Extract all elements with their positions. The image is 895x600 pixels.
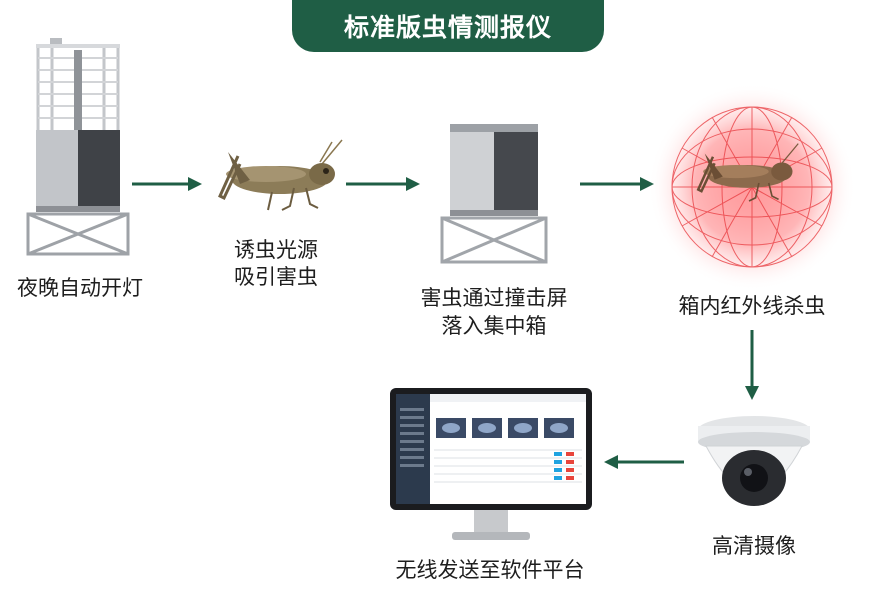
step-wireless-send-label: 无线发送至软件平台 <box>395 558 585 582</box>
monitor-software-icon <box>390 388 592 540</box>
step-night-light-label: 夜晚自动开灯 <box>17 276 143 300</box>
flow-arrow-1 <box>132 177 202 191</box>
flow-arrow-5 <box>604 455 684 469</box>
step-impact-screen-label-2: 落入集中箱 <box>441 314 547 338</box>
flow-arrow-4 <box>745 330 759 400</box>
flow-arrow-3 <box>580 177 654 191</box>
step-lure-light-label-1: 诱虫光源 <box>234 238 318 262</box>
step-impact-screen-label-1: 害虫通过撞击屏 <box>420 286 568 310</box>
trap-collector-icon <box>440 124 548 264</box>
step-lure-light-label-2: 吸引害虫 <box>234 265 318 289</box>
dome-camera-icon <box>698 416 810 506</box>
flow-arrow-2 <box>346 177 420 191</box>
page-title: 标准版虫情测报仪 <box>292 0 604 52</box>
step-infrared-kill-label: 箱内红外线杀虫 <box>678 294 826 318</box>
trap-device-icon <box>26 38 130 256</box>
step-hd-camera-label: 高清摄像 <box>712 534 796 558</box>
locust-icon <box>218 139 343 211</box>
infrared-kill-sphere-icon <box>648 83 856 291</box>
